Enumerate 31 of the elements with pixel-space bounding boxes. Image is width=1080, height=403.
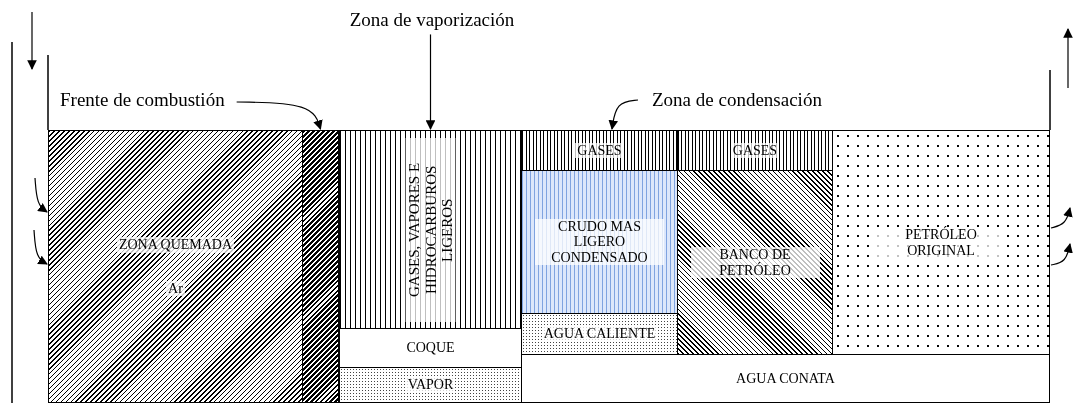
callout-label: Frente de combustión [59, 89, 226, 111]
arrow [1050, 243, 1073, 266]
combustion-front-band [302, 130, 339, 403]
oil-bank-box [677, 170, 833, 355]
zone-label: VAPOR [405, 377, 456, 393]
zone-label: GASES [575, 142, 624, 159]
zone-label: Ar [166, 280, 185, 296]
arrow [236, 101, 323, 130]
gas-zone-box [677, 130, 833, 171]
arrow [425, 33, 436, 130]
gas-zone-box [521, 130, 678, 171]
zone-label: AGUA CALIENTE [541, 326, 658, 342]
hot-water-box [521, 313, 678, 355]
vaporization-zone-box [339, 130, 522, 329]
zone-label: CRUDO MAS LIGERO CONDENSADO [535, 218, 664, 266]
callout-label: Zona de vaporización [348, 9, 516, 31]
condensed-oil-box [521, 170, 678, 314]
arrow [608, 99, 639, 130]
burned-zone-box [48, 130, 303, 403]
arrow [33, 229, 48, 265]
steam-zone-box [339, 367, 522, 403]
zone-label: COQUE [404, 340, 457, 356]
arrow [34, 177, 48, 213]
zone-label: GASES [730, 142, 780, 159]
zone-label: GASES, VAPORES E HIDROCARBUROS LIGEROS [405, 137, 456, 322]
original-oil-box [832, 130, 1050, 355]
zone-label: BANCO DE PETRÓLEO [690, 247, 820, 278]
callout-label: Zona de condensación [651, 89, 823, 111]
arrow [1050, 207, 1073, 229]
zone-label: ZONA QUEMADA [116, 237, 235, 253]
connate-water-box [521, 354, 1050, 403]
